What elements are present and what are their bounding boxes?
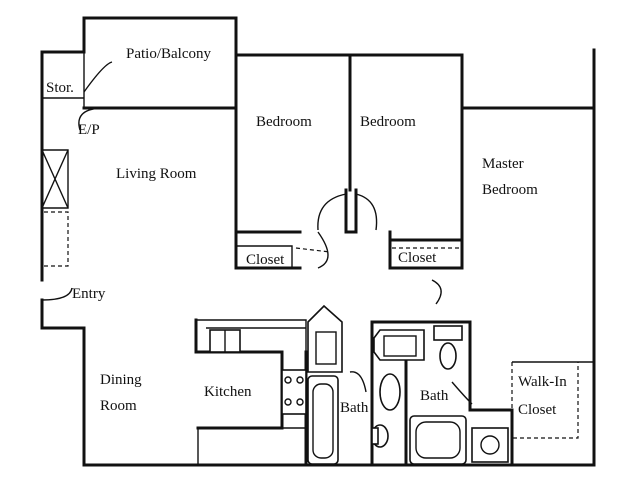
patio-label: Patio/Balcony (126, 46, 211, 62)
bath-1-label: Bath (340, 400, 369, 416)
kitchen-label: Kitchen (204, 384, 252, 400)
bedroom-1-label: Bedroom (256, 114, 312, 130)
fixtures (209, 304, 509, 465)
bedroom-2-label: Bedroom (360, 114, 416, 130)
storage-label: Stor. (46, 80, 74, 96)
interior-walls (41, 52, 594, 467)
master-bedroom-label-line1: Master (482, 156, 524, 172)
room-labels: Patio/Balcony Stor. E/P Living Room Bedr… (46, 46, 567, 418)
walk-in-closet-label-line2: Closet (518, 402, 557, 418)
exterior-walls (40, 16, 596, 467)
bath-2-label: Bath (420, 388, 449, 404)
closet-2-label: Closet (398, 250, 437, 266)
closet-1-label: Closet (246, 252, 285, 268)
ep-label: E/P (78, 122, 100, 138)
dining-room-label-line2: Room (100, 398, 137, 414)
master-bedroom-label-line2: Bedroom (482, 182, 538, 198)
walk-in-closet-label-line1: Walk-In (518, 374, 567, 390)
dining-room-label-line1: Dining (100, 372, 142, 388)
door-swings (41, 61, 473, 405)
entry-label: Entry (72, 286, 106, 302)
living-room-label: Living Room (116, 166, 197, 182)
